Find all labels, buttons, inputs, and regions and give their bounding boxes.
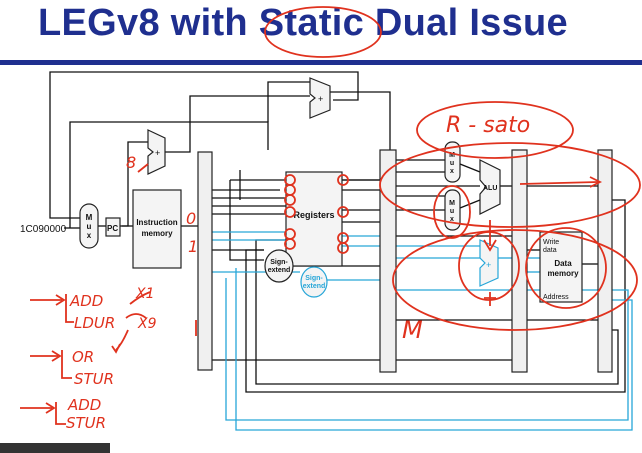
instr-pair-2-a: OR	[72, 348, 94, 366]
alu-path-circle	[379, 142, 641, 228]
static-circle	[264, 6, 382, 58]
pc-mux	[79, 203, 99, 249]
alu-mux-b	[444, 189, 461, 231]
alu	[479, 159, 501, 215]
alu-label: ALU	[483, 185, 497, 192]
branch-number: 8	[126, 153, 136, 172]
register-x1: X1	[135, 286, 155, 302]
address-adder-symbol: +	[486, 260, 491, 270]
branch-adder	[309, 77, 331, 119]
sign-extend-1-label: Sign-extend	[268, 259, 291, 274]
data-memory-circle	[525, 227, 607, 309]
adder-circle	[458, 231, 520, 301]
instr-pair-2-b: STUR	[74, 370, 114, 388]
branch-adder-symbol: +	[318, 94, 323, 104]
address-adder	[479, 239, 499, 287]
r-sato-circle	[416, 101, 574, 159]
second-issue-wires	[212, 231, 633, 431]
address-label: Address	[543, 294, 569, 301]
red-ink-marks	[20, 6, 641, 425]
title-underline	[0, 60, 642, 65]
memory-path-circle	[392, 229, 638, 331]
pc-adder-symbol: +	[155, 148, 160, 158]
pc-register	[105, 217, 121, 237]
sign-extend-1	[264, 249, 294, 283]
port-number-0: 0	[186, 209, 196, 228]
datapath-wires	[49, 71, 626, 393]
address-value: 1C090000	[20, 224, 67, 235]
instr-pair-3-a: ADD	[67, 396, 101, 414]
instr-pair-1-b: LDUR	[74, 314, 115, 332]
mux-b-circle	[433, 185, 471, 239]
pc-label: PC	[107, 224, 118, 233]
pipeline-registers	[197, 149, 613, 373]
instruction-memory	[132, 189, 182, 269]
if-id-register	[197, 151, 213, 371]
player-control-bar[interactable]	[0, 443, 110, 453]
data-memory	[539, 231, 583, 303]
m-note: M	[402, 316, 423, 344]
sign-extend-2	[300, 266, 328, 298]
instr-pair-3-b: STUR	[66, 414, 106, 432]
r-sato-note: R - sato	[446, 113, 530, 138]
id-ex-register	[379, 149, 397, 373]
register-x9: X9	[137, 316, 157, 332]
sign-extend-2-label: Sign-extend	[303, 275, 326, 290]
registers-label: Registers	[293, 210, 334, 220]
port-number-1: 1	[188, 237, 198, 256]
instr-pair-1-a: ADD	[69, 292, 103, 310]
